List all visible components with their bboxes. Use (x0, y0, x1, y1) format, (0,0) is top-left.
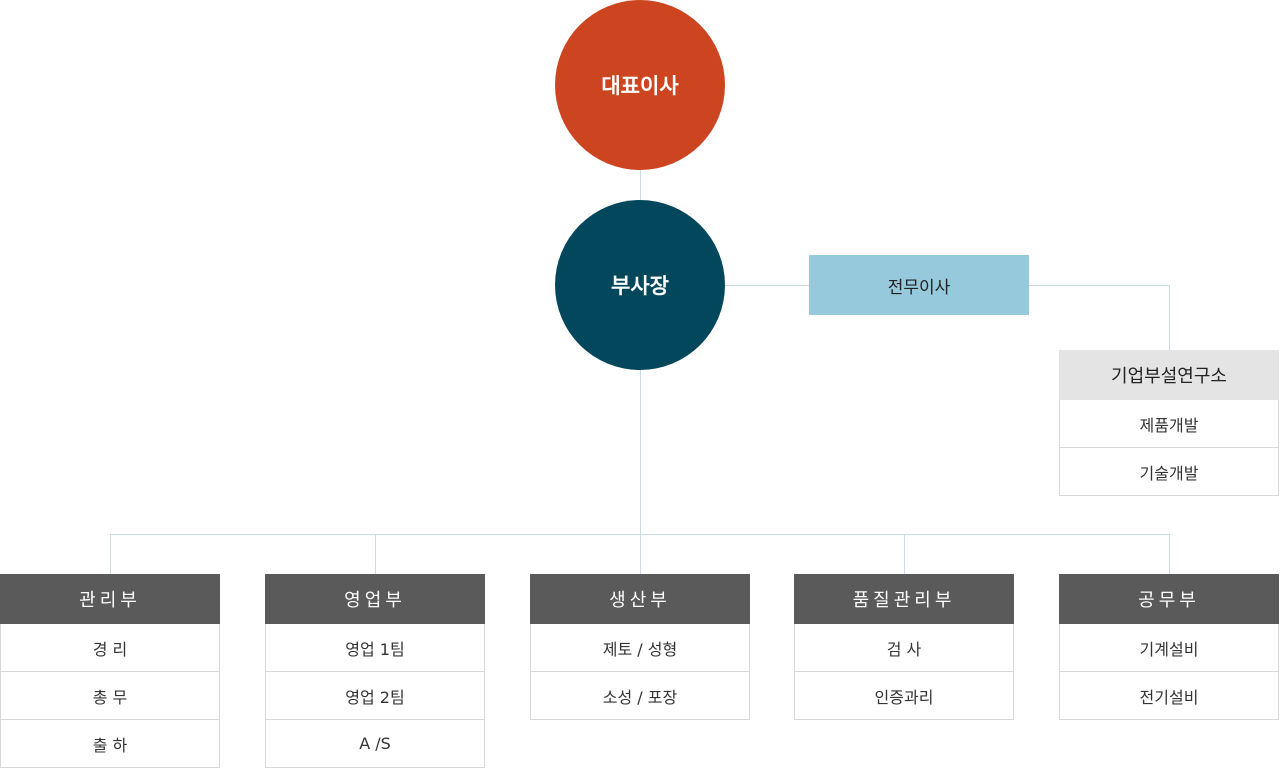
director-label: 전무이사 (887, 277, 951, 298)
dept-drop-line (1169, 534, 1170, 574)
department-item: 영업 1팀 (265, 624, 485, 672)
department-item: A /S (265, 720, 485, 768)
department-engineering: 공무부 기계설비 전기설비 (1059, 574, 1279, 720)
department-item: 전기설비 (1059, 672, 1279, 720)
department-title: 품질관리부 (794, 574, 1014, 624)
department-title: 관리부 (0, 574, 220, 624)
department-management: 관리부 경 리 총 무 출 하 (0, 574, 220, 768)
department-item: 영업 2팀 (265, 672, 485, 720)
department-item: 총 무 (0, 672, 220, 720)
department-item: 출 하 (0, 720, 220, 768)
department-production: 생산부 제토 / 성형 소성 / 포장 (530, 574, 750, 720)
vp-to-director-line (725, 285, 809, 286)
department-quality: 품질관리부 검 사 인증과리 (794, 574, 1014, 720)
research-lab-title: 기업부설연구소 (1059, 350, 1279, 400)
dept-drop-line (640, 534, 641, 574)
department-item: 경 리 (0, 624, 220, 672)
director-node: 전무이사 (809, 255, 1029, 315)
ceo-to-vp-line (640, 170, 641, 200)
department-item: 제토 / 성형 (530, 624, 750, 672)
ceo-node: 대표이사 (555, 0, 725, 170)
department-item: 인증과리 (794, 672, 1014, 720)
research-lab-item: 제품개발 (1059, 400, 1279, 448)
director-to-lab-v-line (1169, 285, 1170, 350)
department-title: 생산부 (530, 574, 750, 624)
dept-drop-line (375, 534, 376, 574)
research-lab-item: 기술개발 (1059, 448, 1279, 496)
director-to-lab-h-line (1029, 285, 1170, 286)
department-item: 검 사 (794, 624, 1014, 672)
department-title: 공무부 (1059, 574, 1279, 624)
department-item: 기계설비 (1059, 624, 1279, 672)
dept-drop-line (110, 534, 111, 574)
ceo-label: 대표이사 (601, 74, 679, 98)
research-lab-box: 기업부설연구소 제품개발 기술개발 (1059, 350, 1279, 496)
department-title: 영업부 (265, 574, 485, 624)
vp-trunk-line (640, 370, 641, 534)
vice-president-node: 부사장 (555, 200, 725, 370)
department-item: 소성 / 포장 (530, 672, 750, 720)
vice-president-label: 부사장 (611, 274, 669, 298)
department-sales: 영업부 영업 1팀 영업 2팀 A /S (265, 574, 485, 768)
dept-drop-line (904, 534, 905, 574)
